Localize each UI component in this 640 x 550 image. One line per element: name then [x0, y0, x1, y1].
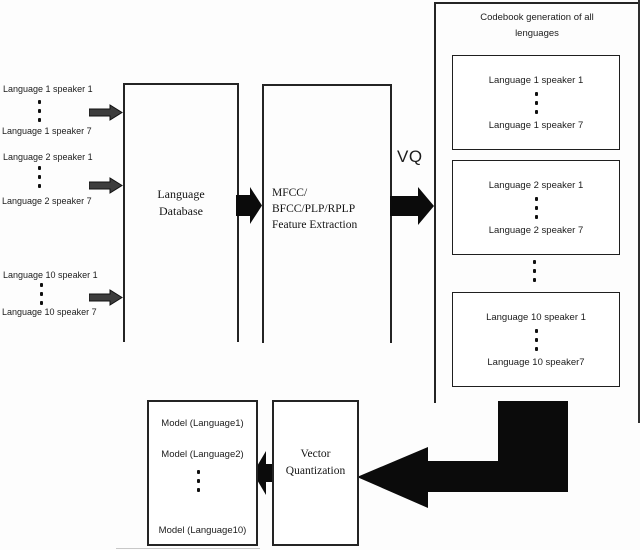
codebook-group1-top-label: Language 1 speaker 1	[488, 74, 584, 86]
ellipsis-dots-icon	[38, 100, 41, 122]
ellipsis-dots-icon	[40, 283, 43, 305]
feature-to-codebook-arrow-icon	[390, 187, 434, 225]
vq-label: VQ	[397, 147, 423, 166]
input-arrow-icon	[89, 177, 123, 194]
ellipsis-dots-icon	[197, 470, 200, 492]
codebook-to-vq-arrow-icon	[357, 401, 568, 508]
language-database-box: Language Database	[123, 83, 239, 342]
vq-to-models-arrow-icon	[253, 451, 272, 495]
ellipsis-dots-icon	[534, 91, 538, 114]
ellipsis-dots-icon	[534, 328, 538, 351]
ellipsis-dots-icon	[533, 260, 536, 282]
input-label-lang10-spk1: Language 10 speaker 1	[3, 270, 98, 280]
input-arrow-icon	[89, 289, 123, 306]
feature-extraction-label-line2: BFCC/PLP/RPLP	[272, 203, 356, 215]
ellipsis-dots-icon	[38, 166, 41, 188]
input-arrow-icon	[89, 104, 123, 121]
input-label-lang10-spk7: Language 10 speaker 7	[2, 307, 97, 317]
vector-quantization-box: Vector Quantization	[272, 400, 359, 546]
input-label-lang1-spk1: Language 1 speaker 1	[3, 84, 93, 94]
codebook-group3-bottom-label: Language 10 speaker7	[487, 356, 585, 368]
model-language1-label: Model (Language1)	[161, 418, 244, 429]
codebook-group-language10: Language 10 speaker 1 Language 10 speake…	[452, 292, 620, 387]
language-database-label-line2: Database	[159, 203, 203, 218]
input-label-lang2-spk1: Language 2 speaker 1	[3, 152, 93, 162]
model-language10-label: Model (Language10)	[158, 525, 247, 536]
codebook-group2-bottom-label: Language 2 speaker 7	[488, 224, 584, 236]
input-label-lang1-spk7: Language 1 speaker 7	[2, 126, 92, 136]
model-language2-label: Model (Language2)	[161, 449, 244, 460]
language-database-label-line1: Language	[157, 186, 205, 201]
figure-right-edge	[638, 0, 640, 423]
db-to-feature-arrow-icon	[236, 187, 262, 224]
codebook-group2-top-label: Language 2 speaker 1	[488, 179, 584, 191]
codebook-title-line1: Codebook generation of all	[480, 12, 594, 23]
codebook-title-line2: lenguages	[515, 28, 559, 39]
models-box: Model (Language1) Model (Language2) Mode…	[147, 400, 258, 546]
feature-extraction-label-line1: MFCC/	[272, 187, 308, 199]
vector-quantization-label-line2: Quantization	[285, 465, 346, 477]
codebook-group3-top-label: Language 10 speaker 1	[486, 311, 586, 323]
feature-extraction-box: MFCC/ BFCC/PLP/RPLP Feature Extraction	[262, 84, 392, 343]
vector-quantization-label-line1: Vector	[300, 448, 331, 460]
codebook-group-language1: Language 1 speaker 1 Language 1 speaker …	[452, 55, 620, 150]
figure-bottom-edge	[116, 548, 260, 549]
codebook-group1-bottom-label: Language 1 speaker 7	[488, 119, 584, 131]
input-label-lang2-spk7: Language 2 speaker 7	[2, 196, 92, 206]
feature-extraction-label-line3: Feature Extraction	[272, 219, 358, 231]
ellipsis-dots-icon	[534, 196, 538, 219]
codebook-group-language2: Language 2 speaker 1 Language 2 speaker …	[452, 160, 620, 255]
